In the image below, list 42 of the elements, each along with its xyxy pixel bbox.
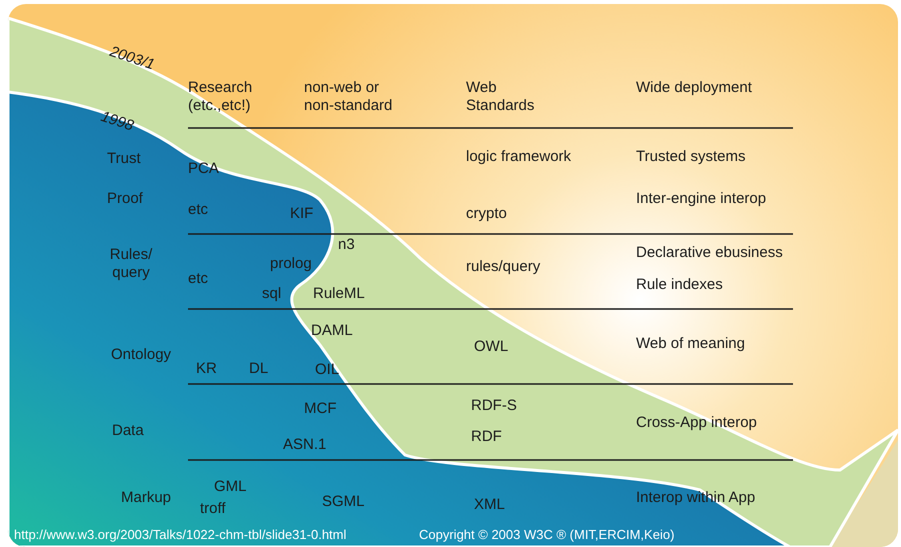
- cell-text: RDF-S: [471, 397, 517, 415]
- cell-text: GML: [214, 478, 247, 496]
- column-header: Wide deployment: [636, 79, 752, 97]
- cell-text: Rule indexes: [636, 276, 723, 294]
- year-label: 2003/1: [107, 43, 157, 74]
- cell-text: Declarative ebusiness: [636, 244, 783, 262]
- footer-text: Copyright © 2003 W3C ® (MIT,ERCIM,Keio): [419, 527, 674, 543]
- cell-text: ASN.1: [283, 436, 326, 454]
- column-header: Web Standards: [466, 79, 536, 115]
- cell-text: PCA: [188, 160, 219, 178]
- cell-text: OWL: [474, 338, 508, 356]
- column-header: non-web or non-standard: [304, 79, 394, 115]
- cell-text: rules/query: [466, 258, 540, 276]
- cell-text: Cross-App interop: [636, 414, 757, 432]
- cell-text: Trusted systems: [636, 148, 746, 166]
- cell-text: troff: [200, 500, 226, 518]
- cell-text: etc: [188, 201, 208, 219]
- cell-text: etc: [188, 270, 208, 288]
- row-label: Data: [112, 422, 144, 440]
- cell-text: RuleML: [313, 285, 365, 303]
- cell-text: DAML: [311, 322, 353, 340]
- cell-text: KIF: [290, 205, 314, 223]
- row-label: Trust: [107, 150, 141, 168]
- cell-text: logic framework: [466, 148, 572, 166]
- row-label: Rules/ query: [108, 246, 154, 282]
- cell-text: crypto: [466, 205, 507, 223]
- cell-text: n3: [338, 236, 355, 254]
- cell-text: DL: [249, 360, 268, 378]
- cell-text: XML: [474, 496, 505, 514]
- footer-text: http://www.w3.org/2003/Talks/1022-chm-tbl/slide31-0.html: [14, 527, 346, 543]
- year-label: 1998: [98, 108, 136, 136]
- cell-text: Inter-engine interop: [636, 190, 766, 208]
- row-label: Proof: [107, 190, 143, 208]
- cell-text: MCF: [304, 400, 336, 418]
- cell-text: prolog: [270, 255, 312, 273]
- row-label: Markup: [121, 489, 172, 507]
- cell-text: Web of meaning: [636, 335, 745, 353]
- cell-text: sql: [262, 285, 282, 303]
- row-label: Ontology: [111, 346, 172, 364]
- cell-text: SGML: [322, 493, 365, 511]
- cell-text: KR: [196, 360, 217, 378]
- cell-text: RDF: [471, 428, 502, 446]
